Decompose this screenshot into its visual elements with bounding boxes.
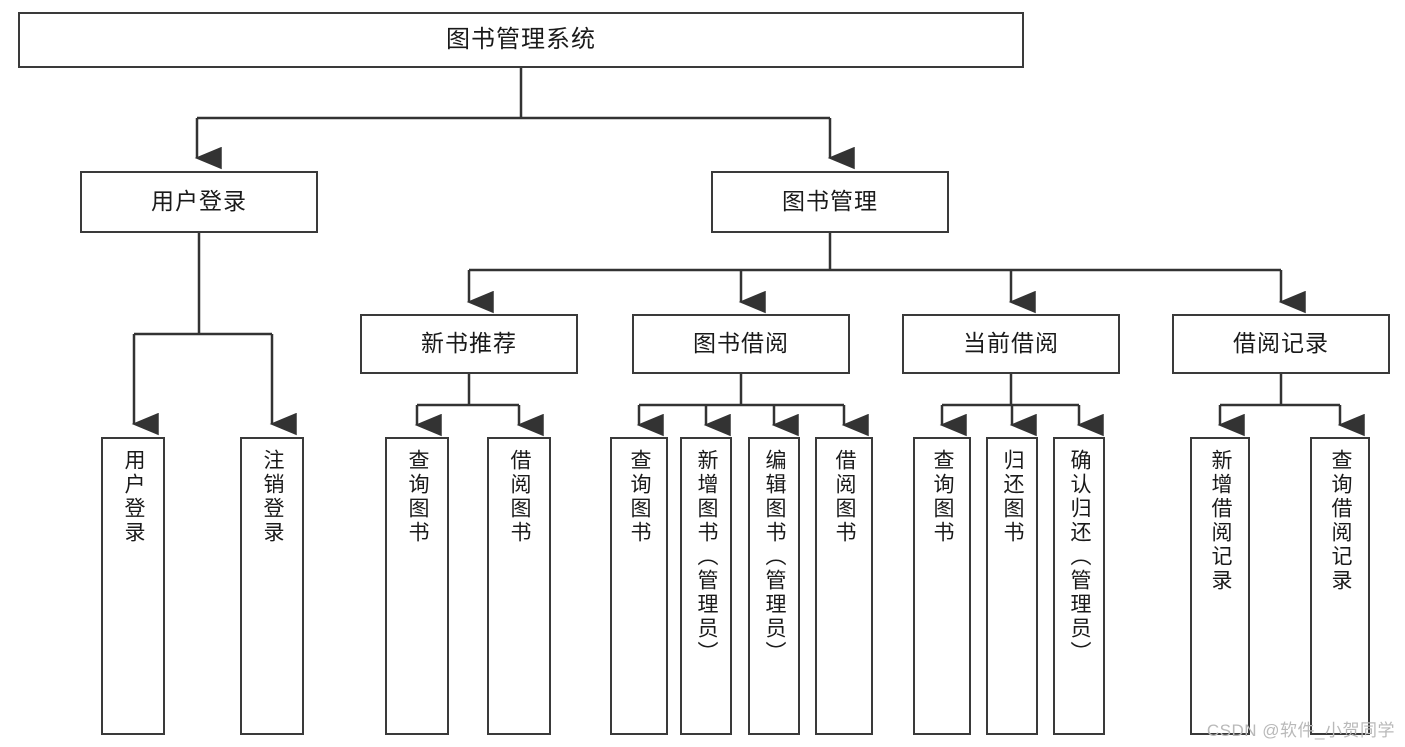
node-label: 借阅记录 xyxy=(1233,330,1329,357)
node-new-book-recommend[interactable]: 新书推荐 xyxy=(360,314,578,374)
leaf-label: 编辑图书（管理员） xyxy=(763,449,787,665)
leaf-label: 用户登录 xyxy=(122,449,146,545)
node-user-login[interactable]: 用户登录 xyxy=(80,171,318,233)
leaf-label: 新增图书（管理员） xyxy=(695,449,719,665)
node-label: 图书借阅 xyxy=(693,330,789,357)
node-label: 图书管理系统 xyxy=(446,25,596,53)
leaf-label: 查询图书 xyxy=(628,449,652,545)
node-borrow-records[interactable]: 借阅记录 xyxy=(1172,314,1390,374)
leaf-query-book-current[interactable]: 查询图书 xyxy=(913,437,971,735)
leaf-label: 查询图书 xyxy=(406,449,430,545)
node-label: 图书管理 xyxy=(782,188,878,215)
watermark: CSDN @软件_小贺同学 xyxy=(1206,721,1395,740)
leaf-logout[interactable]: 注销登录 xyxy=(240,437,304,735)
leaf-label: 确认归还（管理员） xyxy=(1068,449,1092,665)
node-label: 当前借阅 xyxy=(963,330,1059,357)
leaf-add-borrow-record[interactable]: 新增借阅记录 xyxy=(1190,437,1250,735)
node-label: 用户登录 xyxy=(151,188,247,215)
leaf-borrow-book[interactable]: 借阅图书 xyxy=(815,437,873,735)
node-label: 新书推荐 xyxy=(421,330,517,357)
leaf-query-borrow-record[interactable]: 查询借阅记录 xyxy=(1310,437,1370,735)
leaf-borrow-book-recommend[interactable]: 借阅图书 xyxy=(487,437,551,735)
leaf-query-book-recommend[interactable]: 查询图书 xyxy=(385,437,449,735)
leaf-label: 查询借阅记录 xyxy=(1329,449,1353,593)
leaf-label: 借阅图书 xyxy=(833,449,857,545)
leaf-add-book-admin[interactable]: 新增图书（管理员） xyxy=(680,437,732,735)
leaf-query-book-borrow[interactable]: 查询图书 xyxy=(610,437,668,735)
leaf-label: 新增借阅记录 xyxy=(1209,449,1233,593)
leaf-label: 查询图书 xyxy=(931,449,955,545)
node-root[interactable]: 图书管理系统 xyxy=(18,12,1024,68)
leaf-label: 借阅图书 xyxy=(508,449,532,545)
leaf-confirm-return-admin[interactable]: 确认归还（管理员） xyxy=(1053,437,1105,735)
leaf-label: 注销登录 xyxy=(261,449,285,545)
leaf-return-book[interactable]: 归还图书 xyxy=(986,437,1038,735)
leaf-label: 归还图书 xyxy=(1001,449,1025,545)
node-book-management[interactable]: 图书管理 xyxy=(711,171,949,233)
node-current-borrow[interactable]: 当前借阅 xyxy=(902,314,1120,374)
leaf-edit-book-admin[interactable]: 编辑图书（管理员） xyxy=(748,437,800,735)
leaf-user-login[interactable]: 用户登录 xyxy=(101,437,165,735)
node-book-borrow[interactable]: 图书借阅 xyxy=(632,314,850,374)
